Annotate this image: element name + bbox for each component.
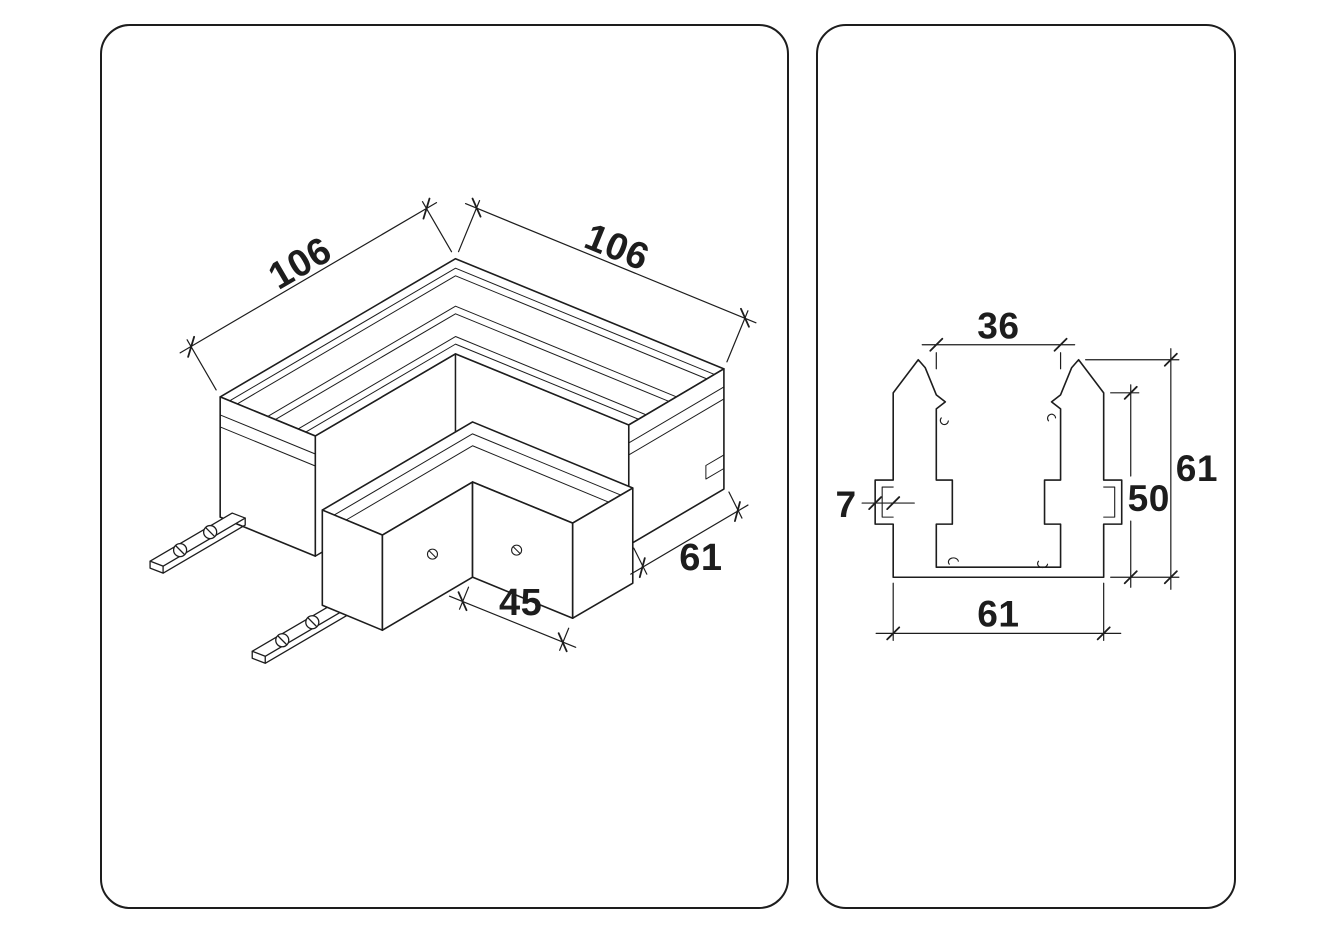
mounting-bracket-left [149, 512, 246, 574]
dim-label-insert-width: 45 [499, 582, 542, 624]
cross-section-panel: 36 7 61 50 61 [816, 24, 1236, 909]
dim-profile-width: 61 [630, 491, 749, 579]
dim-label-overall-height: 61 [1176, 447, 1218, 489]
dim-label-arm-right: 106 [579, 216, 655, 280]
dim-label-lug-depth: 7 [836, 483, 857, 525]
profile-outline [874, 358, 1123, 579]
dim-overall-width: 61 [875, 582, 1122, 641]
mounting-bracket-front [251, 602, 349, 664]
dim-label-overall-width: 61 [977, 592, 1019, 634]
dim-label-arm-left: 106 [262, 229, 339, 298]
dim-label-side-height: 50 [1128, 477, 1170, 519]
dim-opening-width: 36 [921, 305, 1076, 370]
corner-insert [321, 421, 634, 632]
dim-lug-depth: 7 [836, 483, 915, 525]
dim-label-opening-width: 36 [977, 305, 1019, 347]
dim-side-height: 50 [1110, 384, 1170, 588]
dim-label-profile-width: 61 [679, 537, 722, 579]
isometric-view-panel: 106 106 45 61 [100, 24, 789, 909]
dim-insert-width: 45 [448, 582, 577, 653]
dim-overall-height: 61 [1085, 348, 1218, 590]
profile-cross-section-drawing: 36 7 61 50 61 [836, 305, 1218, 641]
channel-body [219, 257, 725, 557]
corner-connector-drawing: 106 106 45 61 [149, 197, 757, 664]
